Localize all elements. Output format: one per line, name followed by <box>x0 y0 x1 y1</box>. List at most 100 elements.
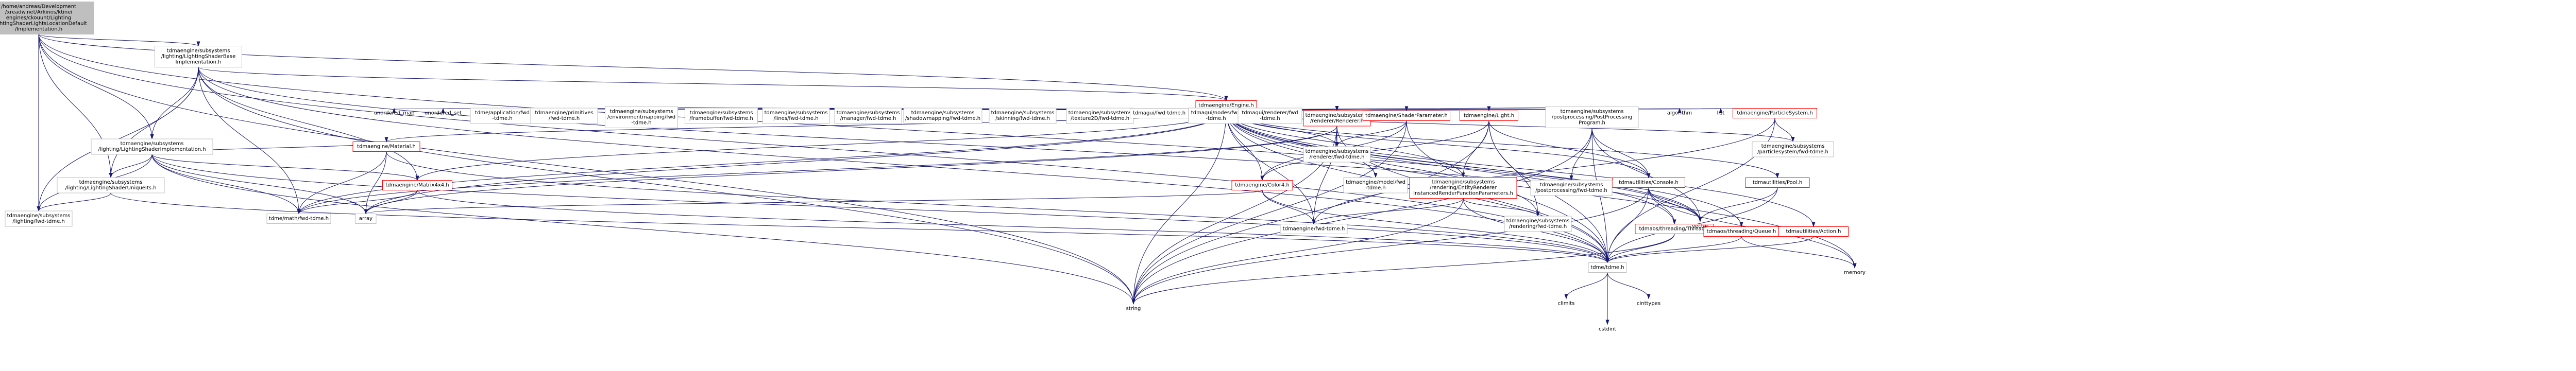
graph-node[interactable]: tdmaengine/subsystems/skinning/fwd-tdme.… <box>989 108 1057 124</box>
node-label: /manager/fwd-tdme.h <box>840 116 896 121</box>
dependency-edge <box>297 126 1337 215</box>
dependency-edge <box>1226 110 1816 227</box>
graph-node[interactable]: tdmaengine/subsystems/texture2D/fwd-tdme… <box>1066 108 1134 124</box>
dependency-edge <box>1312 198 1464 225</box>
node-label: tdmagui/nodes/fwd <box>1191 110 1241 116</box>
node-label: tdmaengine/subsystems <box>991 110 1055 116</box>
graph-node[interactable]: tdmaengine/subsystems/lighting/LightingS… <box>91 138 213 155</box>
node-label: tdmautilities/Pool.h <box>1753 180 1802 186</box>
graph-node[interactable]: tdmaengine/subsystems/particlesystem/fwd… <box>1752 141 1834 157</box>
graph-node[interactable]: tdmaengine/subsystems/postprocessing/fwd… <box>1530 180 1613 196</box>
dependency-edge <box>1312 118 1775 225</box>
dependency-edge <box>1591 128 1702 222</box>
dependency-edge <box>110 192 1609 263</box>
graph-node[interactable]: tdmaengine/Light.h <box>1460 111 1518 121</box>
dependency-edge <box>151 154 419 181</box>
dependency-edge <box>1226 110 1702 222</box>
dependency-edge <box>198 67 301 215</box>
graph-node[interactable]: tdmagui/renderer/fwd-tdme.h <box>1238 108 1302 124</box>
node-label: Implementation.h <box>176 60 222 65</box>
node-box <box>834 108 902 124</box>
node-box <box>1778 226 1849 237</box>
graph-node[interactable]: tdmaengine/subsystems/postprocessing/Pos… <box>1545 107 1639 128</box>
graph-node[interactable]: tdmaengine/subsystems/manager/fwd-tdme.h <box>834 108 902 124</box>
node-label: tdmaengine/Engine.h <box>1198 103 1253 109</box>
dependency-edge <box>38 34 1136 305</box>
dependency-edge <box>1569 128 1592 181</box>
dependency-edge <box>1131 187 1649 305</box>
graph-node: algorithm <box>1667 111 1692 116</box>
graph-node[interactable]: tdmaengine/subsystems/lighting/LightingS… <box>57 177 165 193</box>
graph-node[interactable]: tdmautilities/Console.h <box>1612 178 1685 188</box>
node-label: /postprocessing/PostProcessing <box>1552 115 1633 120</box>
graph-node[interactable]: array <box>355 214 377 224</box>
node-box <box>1745 178 1810 188</box>
node-box <box>685 108 758 124</box>
graph-node[interactable]: tdmaengine/Material.h <box>352 142 420 152</box>
graph-node[interactable]: tdmaengine/ParticleSystem.h <box>1733 108 1817 118</box>
dependency-edge <box>38 34 1609 263</box>
graph-node[interactable]: tdmaengine/fwd-tdme.h <box>1280 224 1348 234</box>
graph-node[interactable]: tdmaengine/subsystems/renderer/Renderer.… <box>1303 110 1371 127</box>
node-box <box>1545 107 1639 128</box>
graph-node[interactable]: tdmagui/fwd-tdme.h <box>1130 108 1189 118</box>
node-label: tdmaengine/Matrix4x4.h <box>385 183 449 188</box>
graph-node[interactable]: tdmautilities/Action.h <box>1778 226 1849 237</box>
node-label: tdmautilities/Action.h <box>1786 229 1841 235</box>
node-label: /skinning/fwd-tdme.h <box>995 116 1050 121</box>
dependency-edge <box>198 67 1136 305</box>
graph-node[interactable]: tdmaengine/subsystems/framebuffer/fwd-td… <box>685 108 758 124</box>
node-label: /rendering/EntityRenderer <box>1430 185 1497 191</box>
node-box <box>1303 110 1371 127</box>
graph-node[interactable]: tdme/math/fwd-tdme.h <box>266 214 331 224</box>
node-label: /postprocessing/fwd-tdme.h <box>1535 188 1607 193</box>
graph-node[interactable]: tdmaengine/subsystems/lighting/fwd-tdme.… <box>5 210 73 227</box>
graph-node[interactable]: /home/andreas/Development/xreadw.net/Ark… <box>0 2 94 34</box>
graph-node[interactable]: tdmaengine/Matrix4x4.h <box>382 180 452 190</box>
node-label: tdmaengine/model/fwd <box>1346 180 1405 185</box>
graph-node[interactable]: tdme/application/fwd-tdme.h <box>470 108 535 124</box>
node-box <box>989 108 1057 124</box>
node-box <box>1504 216 1572 232</box>
node-label: /lighting/LightingShaderUniqueIts.h <box>65 185 156 191</box>
graph-node[interactable]: tdmaengine/model/fwd-tdme.h <box>1343 177 1408 193</box>
graph-node[interactable]: tdmaengine/subsystems/environmentmapping… <box>605 107 678 128</box>
graph-node[interactable]: tdmaengine/Color4.h <box>1231 180 1293 190</box>
dependency-edge <box>1131 120 1489 305</box>
node-label: /particlesystem/fwd-tdme.h <box>1757 149 1828 155</box>
node-label: list <box>1717 111 1725 116</box>
graph-node[interactable]: tdmaengine/subsystems/lighting/LightingS… <box>155 46 242 67</box>
graph-node[interactable]: tdmaos/threading/Queue.h <box>1703 226 1780 237</box>
node-box <box>352 142 420 152</box>
dependency-edge <box>297 151 387 215</box>
graph-node: memory <box>1844 270 1866 276</box>
dependency-edge <box>151 154 301 215</box>
graph-node: string <box>1126 306 1141 312</box>
node-box <box>1280 224 1348 234</box>
dependency-edge <box>109 154 152 178</box>
node-box <box>1733 108 1817 118</box>
dependency-edge <box>1648 187 1676 225</box>
graph-node[interactable]: tdmautilities/Pool.h <box>1745 178 1810 188</box>
node-box <box>762 108 830 124</box>
graph-node[interactable]: tdmaengine/subsystems/rendering/fwd-tdme… <box>1504 216 1572 232</box>
graph-node[interactable]: tdmaengine/subsystems/renderer/fwd-tdme.… <box>1303 146 1371 163</box>
node-label: /home/andreas/Development <box>1 4 76 10</box>
dependency-edge <box>1262 190 1316 225</box>
graph-node[interactable]: tdme/tdme.h <box>1588 262 1627 273</box>
graph-node[interactable]: tdmaengine/ShaderParameter.h <box>1363 111 1450 121</box>
graph-node[interactable]: tdmaengine/subsystems/lines/fwd-tdme.h <box>762 108 830 124</box>
node-label: tdmaengine/subsystems <box>690 110 753 116</box>
dependency-edge <box>1131 120 1407 305</box>
node-label: unordered_map <box>374 111 415 116</box>
node-label: tdmaengine/subsystems <box>121 141 184 147</box>
node-layer: /home/andreas/Development/xreadw.net/Ark… <box>0 2 1866 332</box>
graph-node[interactable]: tdmaengine/subsystems/shadowmapping/fwd-… <box>903 108 982 124</box>
graph-node[interactable]: tdmagui/nodes/fwd-tdme.h <box>1188 108 1244 124</box>
dependency-edge <box>1774 118 1795 142</box>
graph-node[interactable]: tdmaengine/primitives/fwd-tdme.h <box>530 108 598 124</box>
graph-node[interactable]: tdmaos/threading/Thread.h <box>1635 224 1714 234</box>
graph-node[interactable]: tdmaengine/subsystems/rendering/EntityRe… <box>1409 177 1517 199</box>
dependency-edge <box>1591 128 1651 179</box>
node-label: tdmaengine/subsystems <box>7 213 71 219</box>
